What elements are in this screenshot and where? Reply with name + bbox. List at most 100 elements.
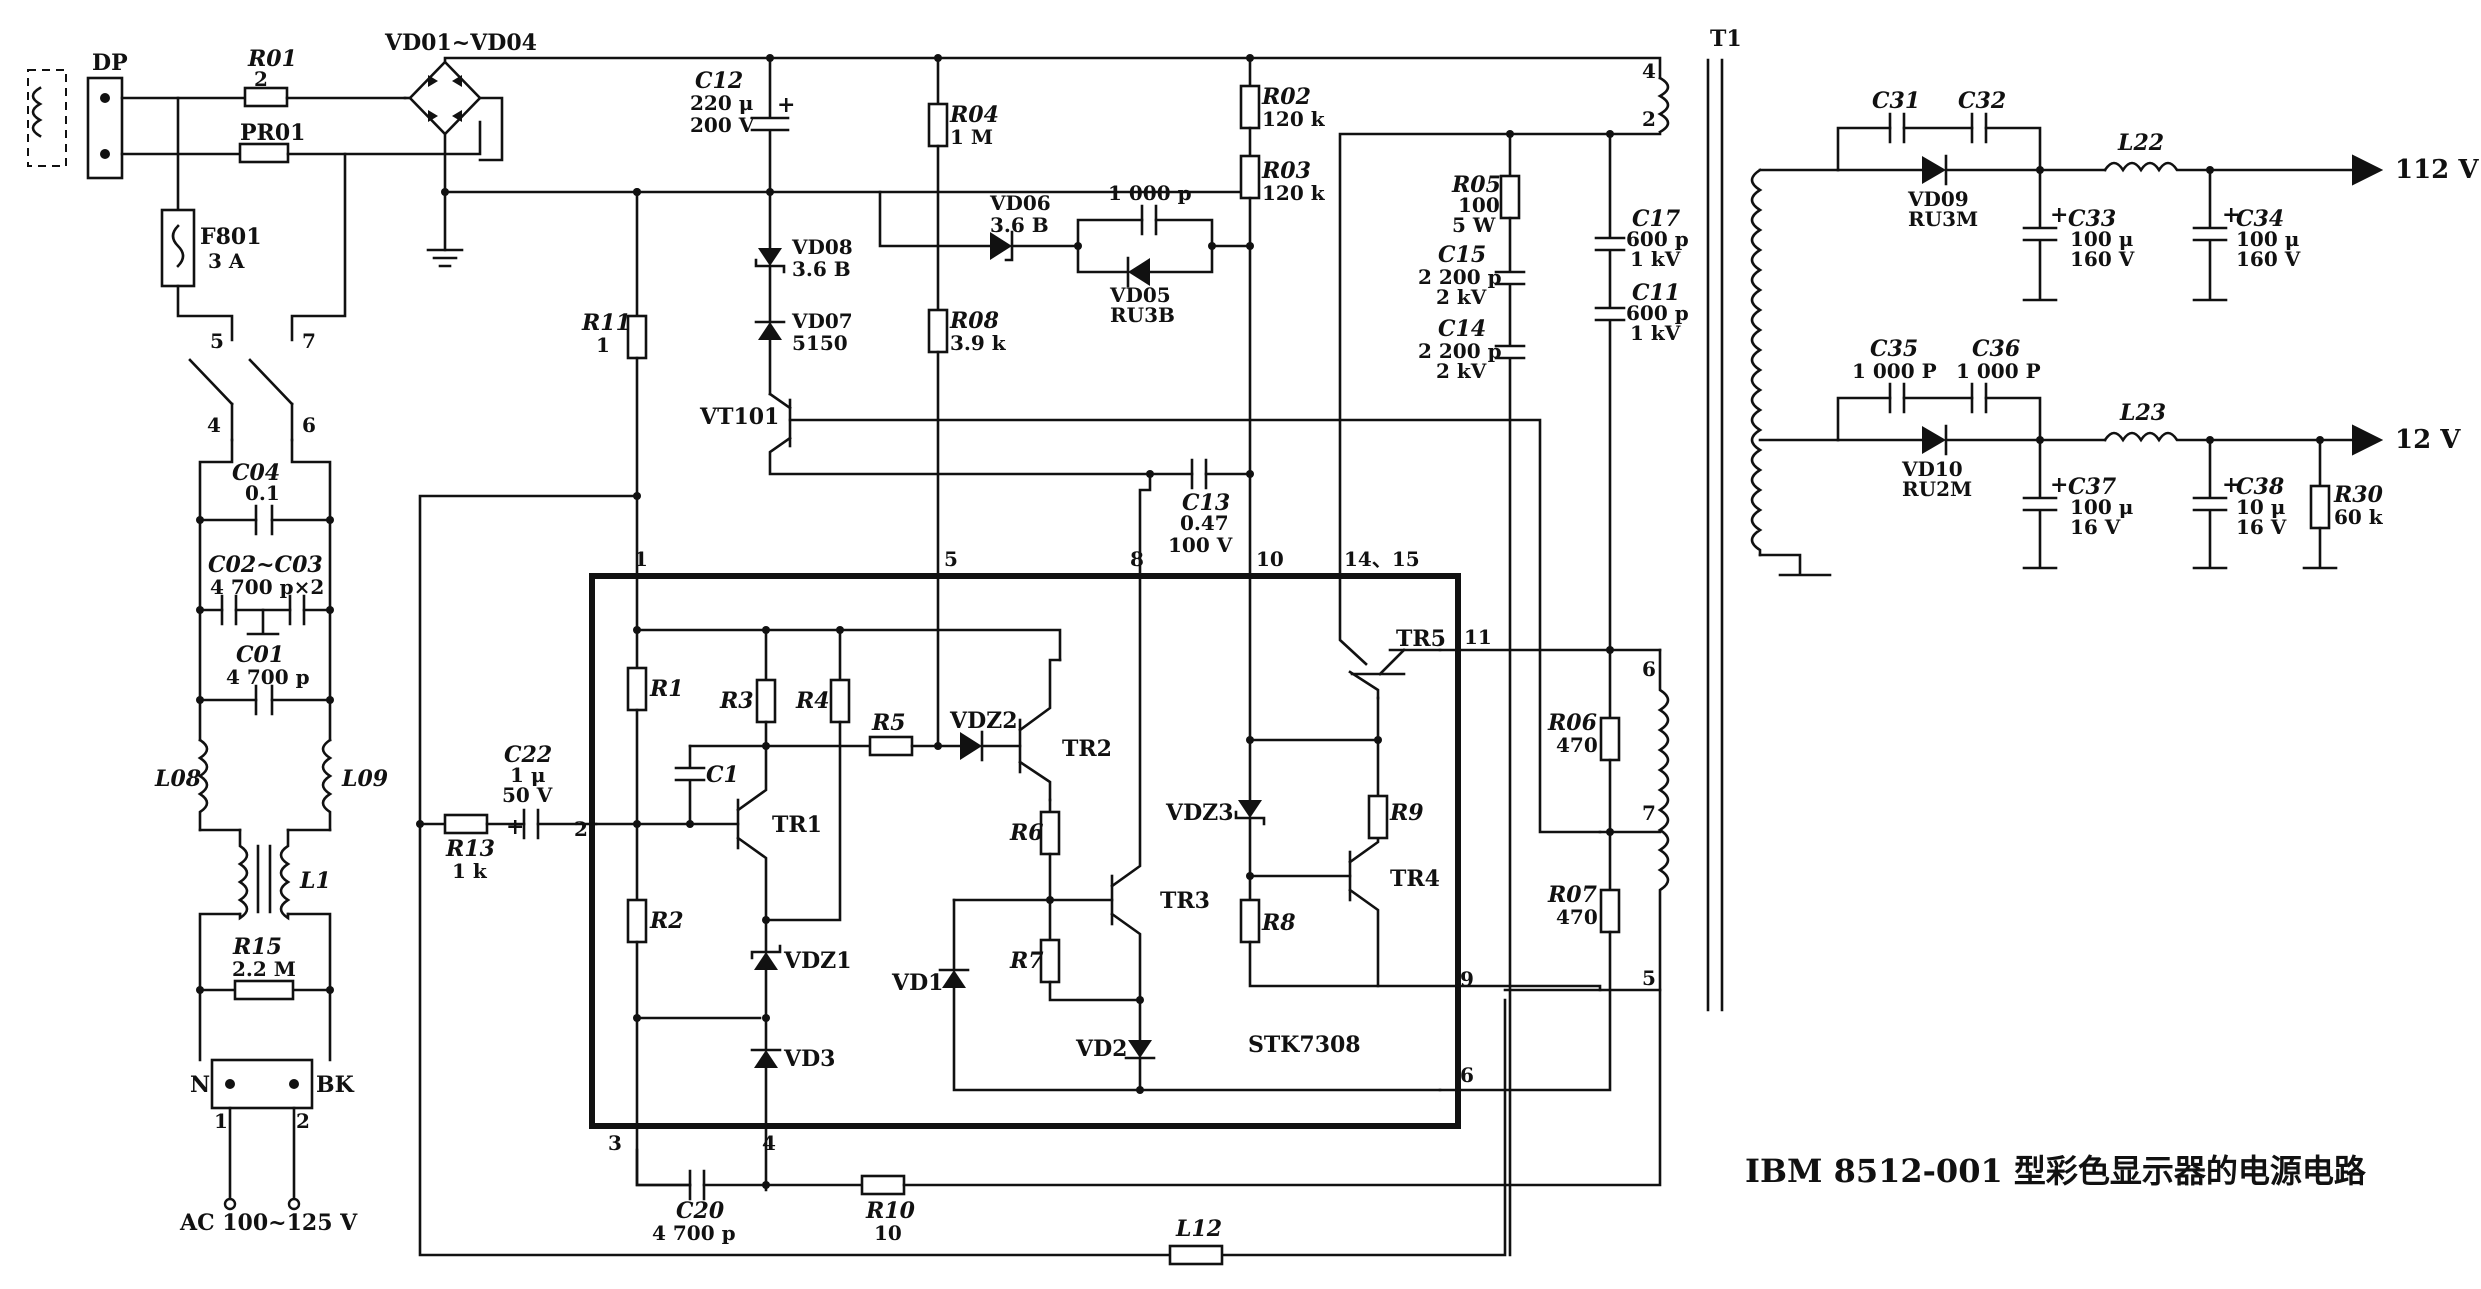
startup-section: + C12 220 μ 200 V VD08 3.6 B VD07 5150 V… — [418, 54, 1602, 1257]
output-12v: C35 1 000 P C36 1 000 P VD10 RU2M + C37 … — [1836, 336, 2461, 570]
svg-text:+: + — [2050, 202, 2068, 228]
t1-label: T1 — [1710, 26, 1742, 52]
c14-value1: 2 200 p — [1418, 339, 1502, 363]
t1-pin-7: 7 — [1642, 801, 1656, 825]
r08-label: R08 — [949, 308, 999, 334]
l1-label: L1 — [299, 868, 331, 894]
t1-pin-2: 2 — [1642, 107, 1656, 131]
ic-vd1-label: VD1 — [891, 970, 943, 996]
r10-value: 10 — [874, 1221, 902, 1245]
c04-value: 0.1 — [245, 481, 280, 505]
c01-label: C01 — [236, 642, 284, 668]
c33-label: C33 — [2068, 206, 2116, 232]
vd06-value: 3.6 B — [990, 213, 1049, 237]
ic-r8 — [1239, 898, 1261, 944]
r13-label: R13 — [445, 836, 495, 862]
vd05-label: VD05 — [1109, 283, 1171, 307]
c37-value1: 100 μ — [2070, 495, 2133, 519]
r01-value: 2 — [254, 67, 268, 91]
ic-pin-8: 8 — [1130, 547, 1144, 571]
c13-value2: 100 V — [1168, 533, 1233, 557]
r13-value: 1 k — [452, 859, 488, 883]
r15-label: R15 — [232, 934, 282, 960]
fuse-f801 — [160, 208, 196, 288]
c14-value2: 2 kV — [1436, 359, 1487, 383]
r08-value: 3.9 k — [950, 331, 1007, 355]
c0203-label: C02~C03 — [208, 552, 323, 578]
svg-text:+: + — [506, 814, 524, 840]
r11-value: 1 — [596, 333, 610, 357]
c33-value1: 100 μ — [2070, 227, 2133, 251]
r05-label: R05 — [1451, 172, 1501, 198]
ic-pin-1: 1 — [634, 547, 648, 571]
plug-label: DP — [92, 50, 128, 76]
c33-value2: 160 V — [2070, 247, 2135, 271]
ac-input-label: AC 100~125 V — [179, 1210, 358, 1236]
vd09-label: VD09 — [1907, 187, 1969, 211]
switch-pin-5: 5 — [210, 329, 224, 353]
c14-label: C14 — [1438, 316, 1486, 342]
svg-text:+: + — [2050, 472, 2068, 498]
t1-pin-5: 5 — [1642, 966, 1656, 990]
terminal-bk: BK — [316, 1072, 355, 1098]
input-section: DP R01 2 PR01 F801 3 A 5 7 4 6 C04 — [27, 46, 482, 1236]
ic-r3-label: R3 — [719, 688, 754, 714]
vt101-label: VT101 — [699, 404, 779, 430]
snubber-section: R05 100 5 W C15 2 200 p 2 kV C14 2 200 p… — [1338, 130, 1689, 1257]
t1-pin-6: 6 — [1642, 657, 1656, 681]
ic-r7 — [1039, 938, 1061, 984]
ic-r2-label: R2 — [649, 908, 684, 934]
ic-tr1-label: TR1 — [772, 812, 822, 838]
terminal-pin-2: 2 — [296, 1109, 310, 1133]
r05-value2: 5 W — [1452, 213, 1496, 237]
ic-pin-10: 10 — [1256, 547, 1284, 571]
output-12v-label: 12 V — [2395, 425, 2461, 455]
r01-label: R01 — [247, 46, 297, 72]
r03-label: R03 — [1261, 158, 1311, 184]
ic-r3 — [755, 678, 777, 724]
ic-label: STK7308 — [1248, 1032, 1361, 1058]
c34-value1: 100 μ — [2236, 227, 2299, 251]
cvd05-value: 1 000 p — [1108, 181, 1192, 205]
fuse-value: 3 A — [208, 249, 245, 273]
ic-tr2-label: TR2 — [1062, 736, 1112, 762]
ic-r5-label: R5 — [871, 710, 906, 736]
c36-value: 1 000 P — [1956, 359, 2041, 383]
r04-value: 1 M — [950, 125, 993, 149]
ic-r5 — [868, 735, 914, 757]
ic-vdz2-label: VDZ2 — [949, 708, 1018, 734]
r05-resistor — [1499, 174, 1521, 220]
r03-value: 120 k — [1262, 181, 1326, 205]
ic-pin-5: 5 — [944, 547, 958, 571]
r07-label: R07 — [1547, 882, 1598, 908]
vd08-label: VD08 — [791, 235, 853, 259]
c12-label: C12 — [695, 68, 743, 94]
ic-tr5-label: TR5 — [1396, 626, 1446, 652]
ic-r2 — [626, 898, 648, 944]
switch-pin-4: 4 — [207, 413, 221, 437]
c20-label: C20 — [676, 1198, 725, 1224]
r04-resistor — [927, 102, 949, 148]
r02-value: 120 k — [1262, 107, 1326, 131]
ic-vd2-label: VD2 — [1075, 1036, 1127, 1062]
c15-label: C15 — [1438, 242, 1486, 268]
c22-label: C22 — [504, 742, 552, 768]
c38-value1: 10 μ — [2236, 495, 2285, 519]
switch-pin-7: 7 — [302, 329, 316, 353]
r06-resistor — [1599, 716, 1621, 762]
pr01-label: PR01 — [240, 120, 305, 146]
c34-value2: 160 V — [2236, 247, 2301, 271]
c22-value2: 50 V — [502, 783, 553, 807]
bridge-label: VD01~VD04 — [384, 30, 537, 56]
ic-r1-label: R1 — [649, 676, 684, 702]
c38-label: C38 — [2236, 474, 2284, 500]
ic-pin-2: 2 — [574, 817, 588, 841]
vd09-value: RU3M — [1908, 207, 1978, 231]
c32-label: C32 — [1958, 88, 2006, 114]
c13-value1: 0.47 — [1180, 511, 1229, 535]
c38-value2: 16 V — [2236, 515, 2287, 539]
c17-value2: 1 kV — [1630, 247, 1681, 271]
r02-resistor — [1239, 84, 1261, 130]
vd08-value: 3.6 B — [792, 257, 851, 281]
